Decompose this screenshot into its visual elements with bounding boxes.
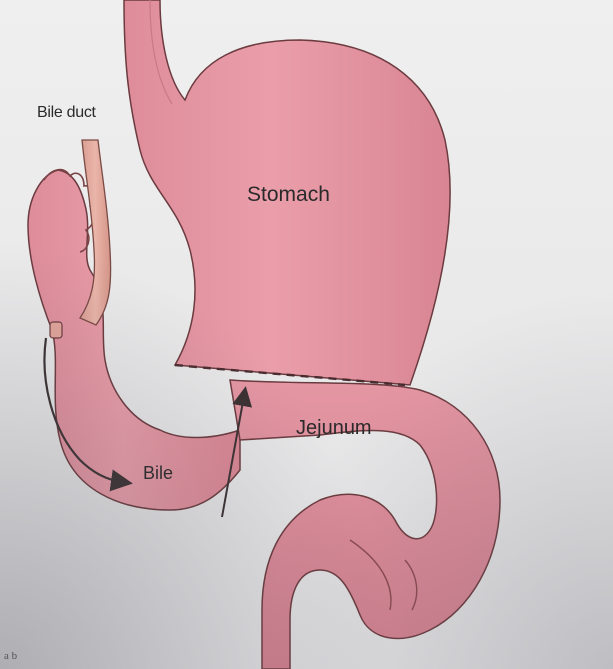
bile-flow-arrow xyxy=(43,337,133,492)
esophagus-edge xyxy=(149,0,173,105)
bile-duct xyxy=(79,139,112,326)
anastomosis-dashed-line xyxy=(174,363,406,387)
efferent-loop xyxy=(229,379,501,669)
label-jejunum: Jejunum xyxy=(296,417,372,439)
label-bile-duct: Bile duct xyxy=(37,104,96,121)
anastomosis-arrow xyxy=(221,386,253,518)
loop-fold xyxy=(349,539,418,611)
stomach xyxy=(123,0,451,386)
page-text-fragment: a b xyxy=(4,650,18,662)
label-stomach: Stomach xyxy=(247,183,330,206)
label-bile: Bile xyxy=(143,463,174,483)
duct-stub xyxy=(49,321,63,339)
